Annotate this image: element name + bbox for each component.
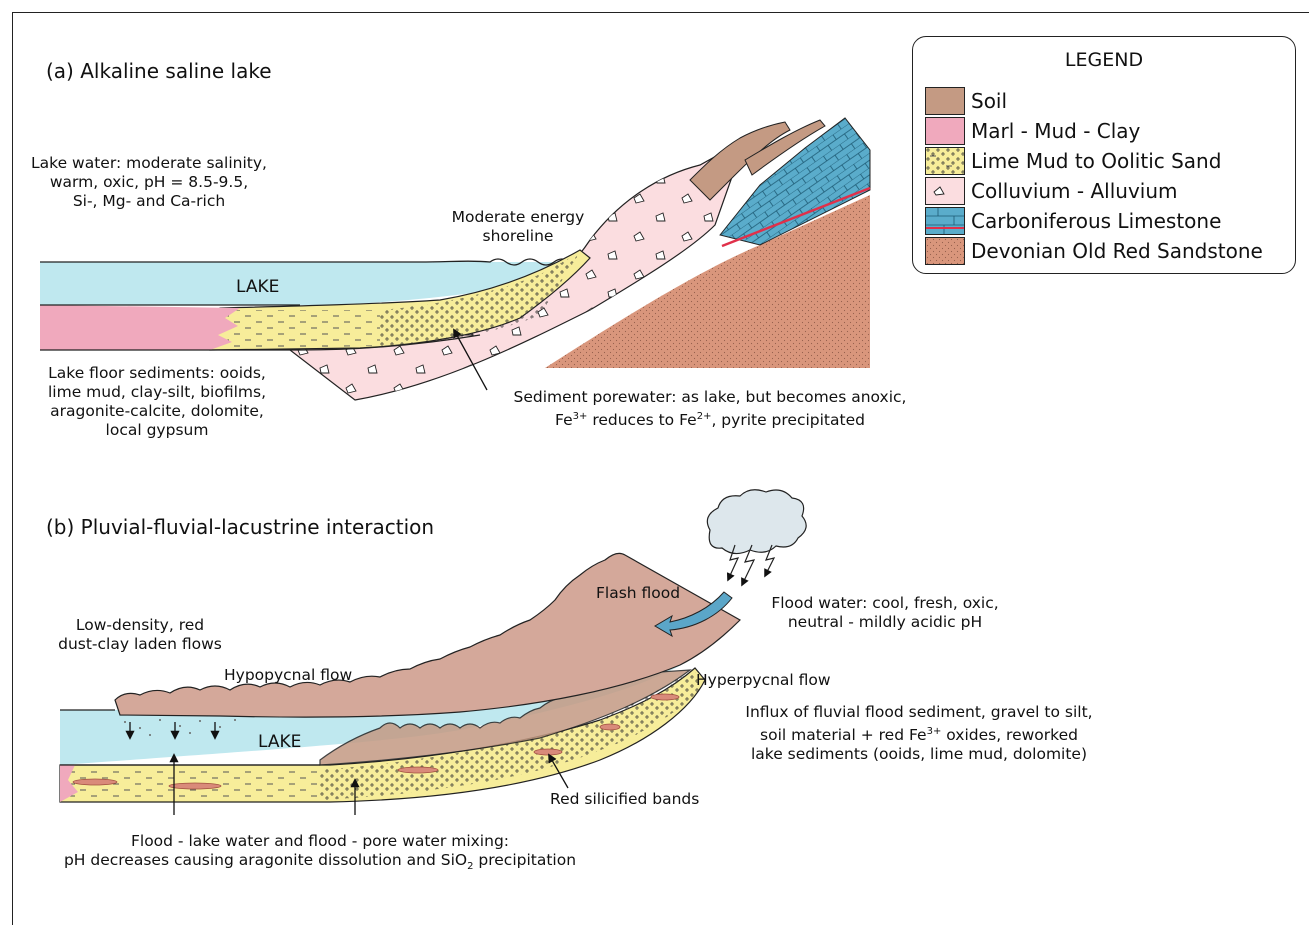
flash-flood-label: Flash flood [596,584,680,603]
legend-label: Colluvium - Alluvium [971,179,1178,203]
legend-label: Carboniferous Limestone [971,209,1221,233]
limestone-swatch [925,207,965,235]
mixing-note: Flood - lake water and flood - pore wate… [40,832,600,876]
lake-label-b: LAKE [258,733,301,752]
colluvium-swatch [925,177,965,205]
soil-swatch [925,87,965,115]
legend-label: Lime Mud to Oolitic Sand [971,149,1221,173]
legend-label: Devonian Old Red Sandstone [971,239,1263,263]
influx-note: Influx of fluvial flood sediment, gravel… [728,703,1110,764]
panel-b-title: (b) Pluvial-fluvial-lacustrine interacti… [46,518,434,537]
marl-layer-a [40,305,240,350]
storm-cloud-icon [707,490,806,585]
floor-sediments-note: Lake floor sediments: ooids, lime mud, c… [22,364,292,440]
flood-water-note: Flood water: cool, fresh, oxic, neutral … [760,594,1010,632]
legend-label: Marl - Mud - Clay [971,119,1140,143]
legend-box: LEGEND Soil Marl - Mud - Clay Lime Mud t… [912,36,1296,274]
porewater-note: Sediment porewater: as lake, but becomes… [490,388,930,430]
legend-title: LEGEND [913,49,1295,71]
panel-a-title: (a) Alkaline saline lake [46,62,272,81]
marl-swatch [925,117,965,145]
low-density-flows-note: Low-density, red dust-clay laden flows [40,616,240,654]
lake-label-a: LAKE [236,278,279,297]
hyperpycnal-label: Hyperpycnal flow [696,671,831,690]
legend-label: Soil [971,89,1007,113]
red-bands-label: Red silicified bands [550,790,699,809]
lime-mud-swatch [925,147,965,175]
shoreline-label: Moderate energy shoreline [448,208,588,246]
sandstone-swatch [925,237,965,265]
hypopycnal-label: Hypopycnal flow [224,666,352,685]
lake-water-note: Lake water: moderate salinity, warm, oxi… [24,154,274,211]
